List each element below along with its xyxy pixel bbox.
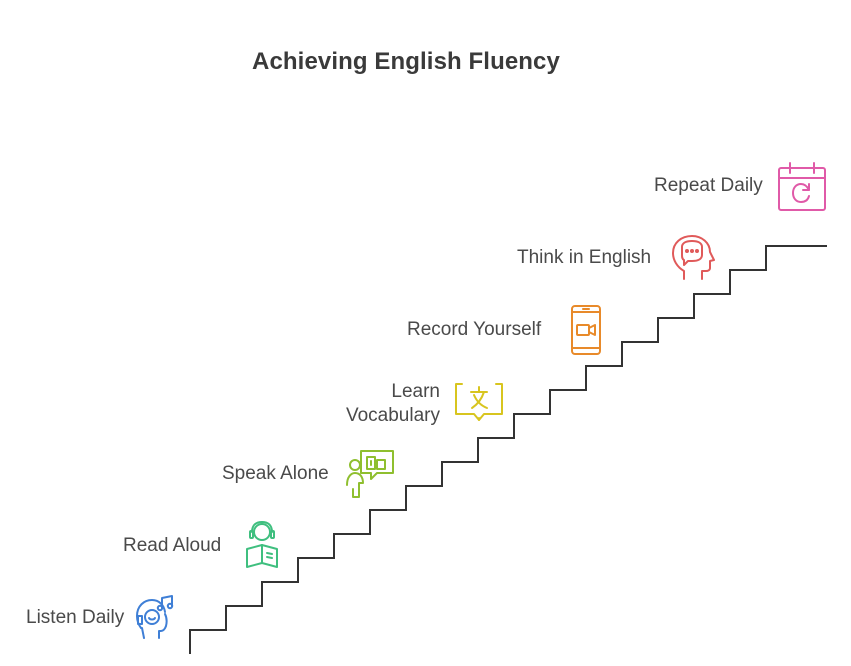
step-label-listen-daily: Listen Daily bbox=[26, 607, 125, 628]
step-label-speak-alone: Speak Alone bbox=[222, 463, 329, 484]
calendar-repeat-icon bbox=[778, 162, 826, 211]
diagram-title: Achieving English Fluency bbox=[252, 48, 560, 75]
staircase-line bbox=[189, 245, 827, 654]
speaking-person-icon bbox=[346, 450, 394, 498]
step-label-learn-vocabulary: Learn Vocabulary bbox=[345, 381, 440, 426]
step-label-read-aloud: Read Aloud bbox=[123, 535, 222, 556]
reading-person-icon bbox=[246, 521, 278, 568]
headphones-music-icon bbox=[136, 595, 174, 639]
phone-video-icon bbox=[571, 305, 601, 355]
step-label-record-yourself: Record Yourself bbox=[407, 319, 542, 340]
translate-book-icon bbox=[455, 383, 503, 421]
thinking-head-icon bbox=[672, 235, 715, 280]
step-label-think-in-english: Think in English bbox=[517, 247, 652, 268]
step-label-repeat-daily: Repeat Daily bbox=[654, 175, 763, 196]
